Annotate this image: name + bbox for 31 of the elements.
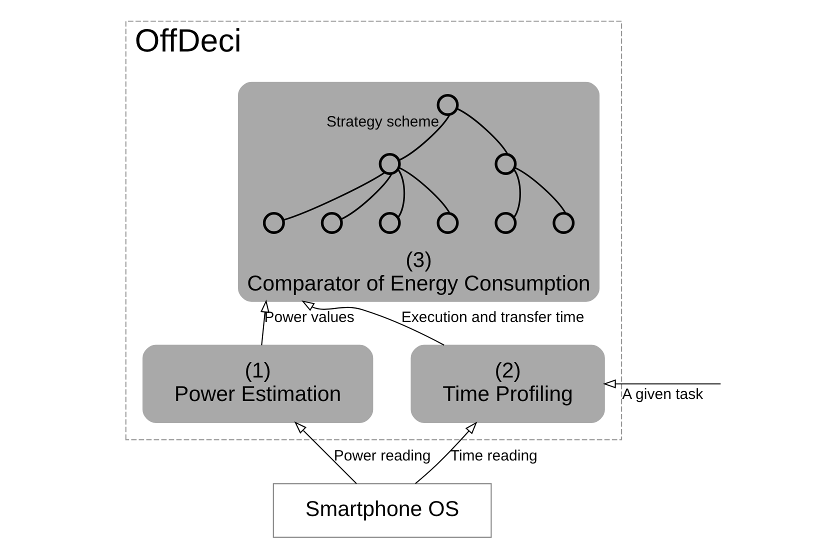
node-circle <box>262 212 284 234</box>
connector <box>282 172 385 221</box>
arrow <box>294 421 356 484</box>
connector <box>398 114 450 161</box>
edge-label: Execution and transfer time <box>400 308 584 326</box>
node-circle <box>378 152 400 175</box>
node-box: Smartphone OS <box>272 483 492 538</box>
arrow <box>301 300 444 346</box>
node-circle <box>552 212 574 234</box>
node-circle <box>494 212 516 234</box>
connector <box>398 166 450 214</box>
node-circle <box>378 212 400 234</box>
edge-label: Power reading <box>333 447 430 464</box>
node-circle <box>320 212 342 234</box>
connector <box>340 173 392 220</box>
edge-label: Time reading <box>450 447 537 464</box>
edge-label: A given task <box>622 386 703 404</box>
node-circle <box>494 152 516 175</box>
connector <box>456 108 508 155</box>
node-box: (2) Time Profiling <box>410 344 604 424</box>
arrow <box>602 379 720 388</box>
connector <box>512 168 520 218</box>
connector <box>396 168 405 218</box>
node-circle <box>436 212 458 234</box>
connector <box>514 166 566 214</box>
node-box: (1) Power Estimation <box>142 344 373 424</box>
node-circle <box>436 94 458 116</box>
node-label: Strategy scheme <box>326 114 439 131</box>
arrow <box>414 422 477 484</box>
edge-label: Power values <box>264 308 354 326</box>
arrow <box>260 300 269 346</box>
